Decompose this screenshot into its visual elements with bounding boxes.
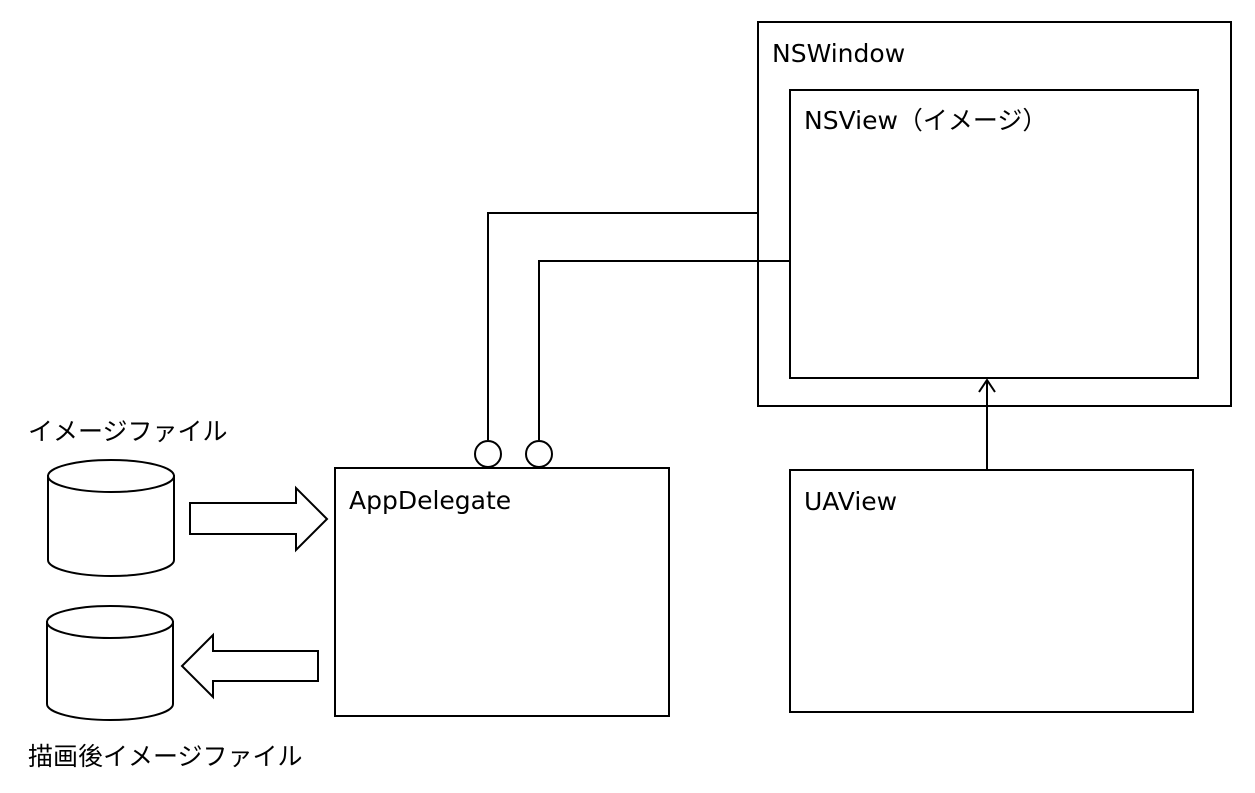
outlet-circle-nsview — [525, 440, 553, 468]
input-file-cylinder-icon — [47, 459, 175, 577]
uaview-to-nsview-arrow — [978, 378, 996, 470]
output-file-cylinder-icon — [46, 605, 174, 721]
appdelegate-label: AppDelegate — [349, 486, 511, 515]
appdelegate-box: AppDelegate — [334, 467, 670, 717]
nsview-box: NSView（イメージ） — [789, 89, 1199, 379]
outlet-line-nsview — [538, 260, 790, 440]
nsview-label: NSView（イメージ） — [804, 106, 1047, 135]
nswindow-label: NSWindow — [772, 39, 905, 68]
input-arrow — [189, 485, 329, 553]
outlet-line-nswindow — [487, 212, 758, 440]
outlet-circle-nswindow — [474, 440, 502, 468]
output-file-label: 描画後イメージファイル — [28, 742, 303, 771]
input-file-label: イメージファイル — [28, 417, 228, 446]
uaview-label: UAView — [804, 487, 897, 516]
uaview-box: UAView — [789, 469, 1194, 713]
output-arrow — [180, 632, 319, 700]
